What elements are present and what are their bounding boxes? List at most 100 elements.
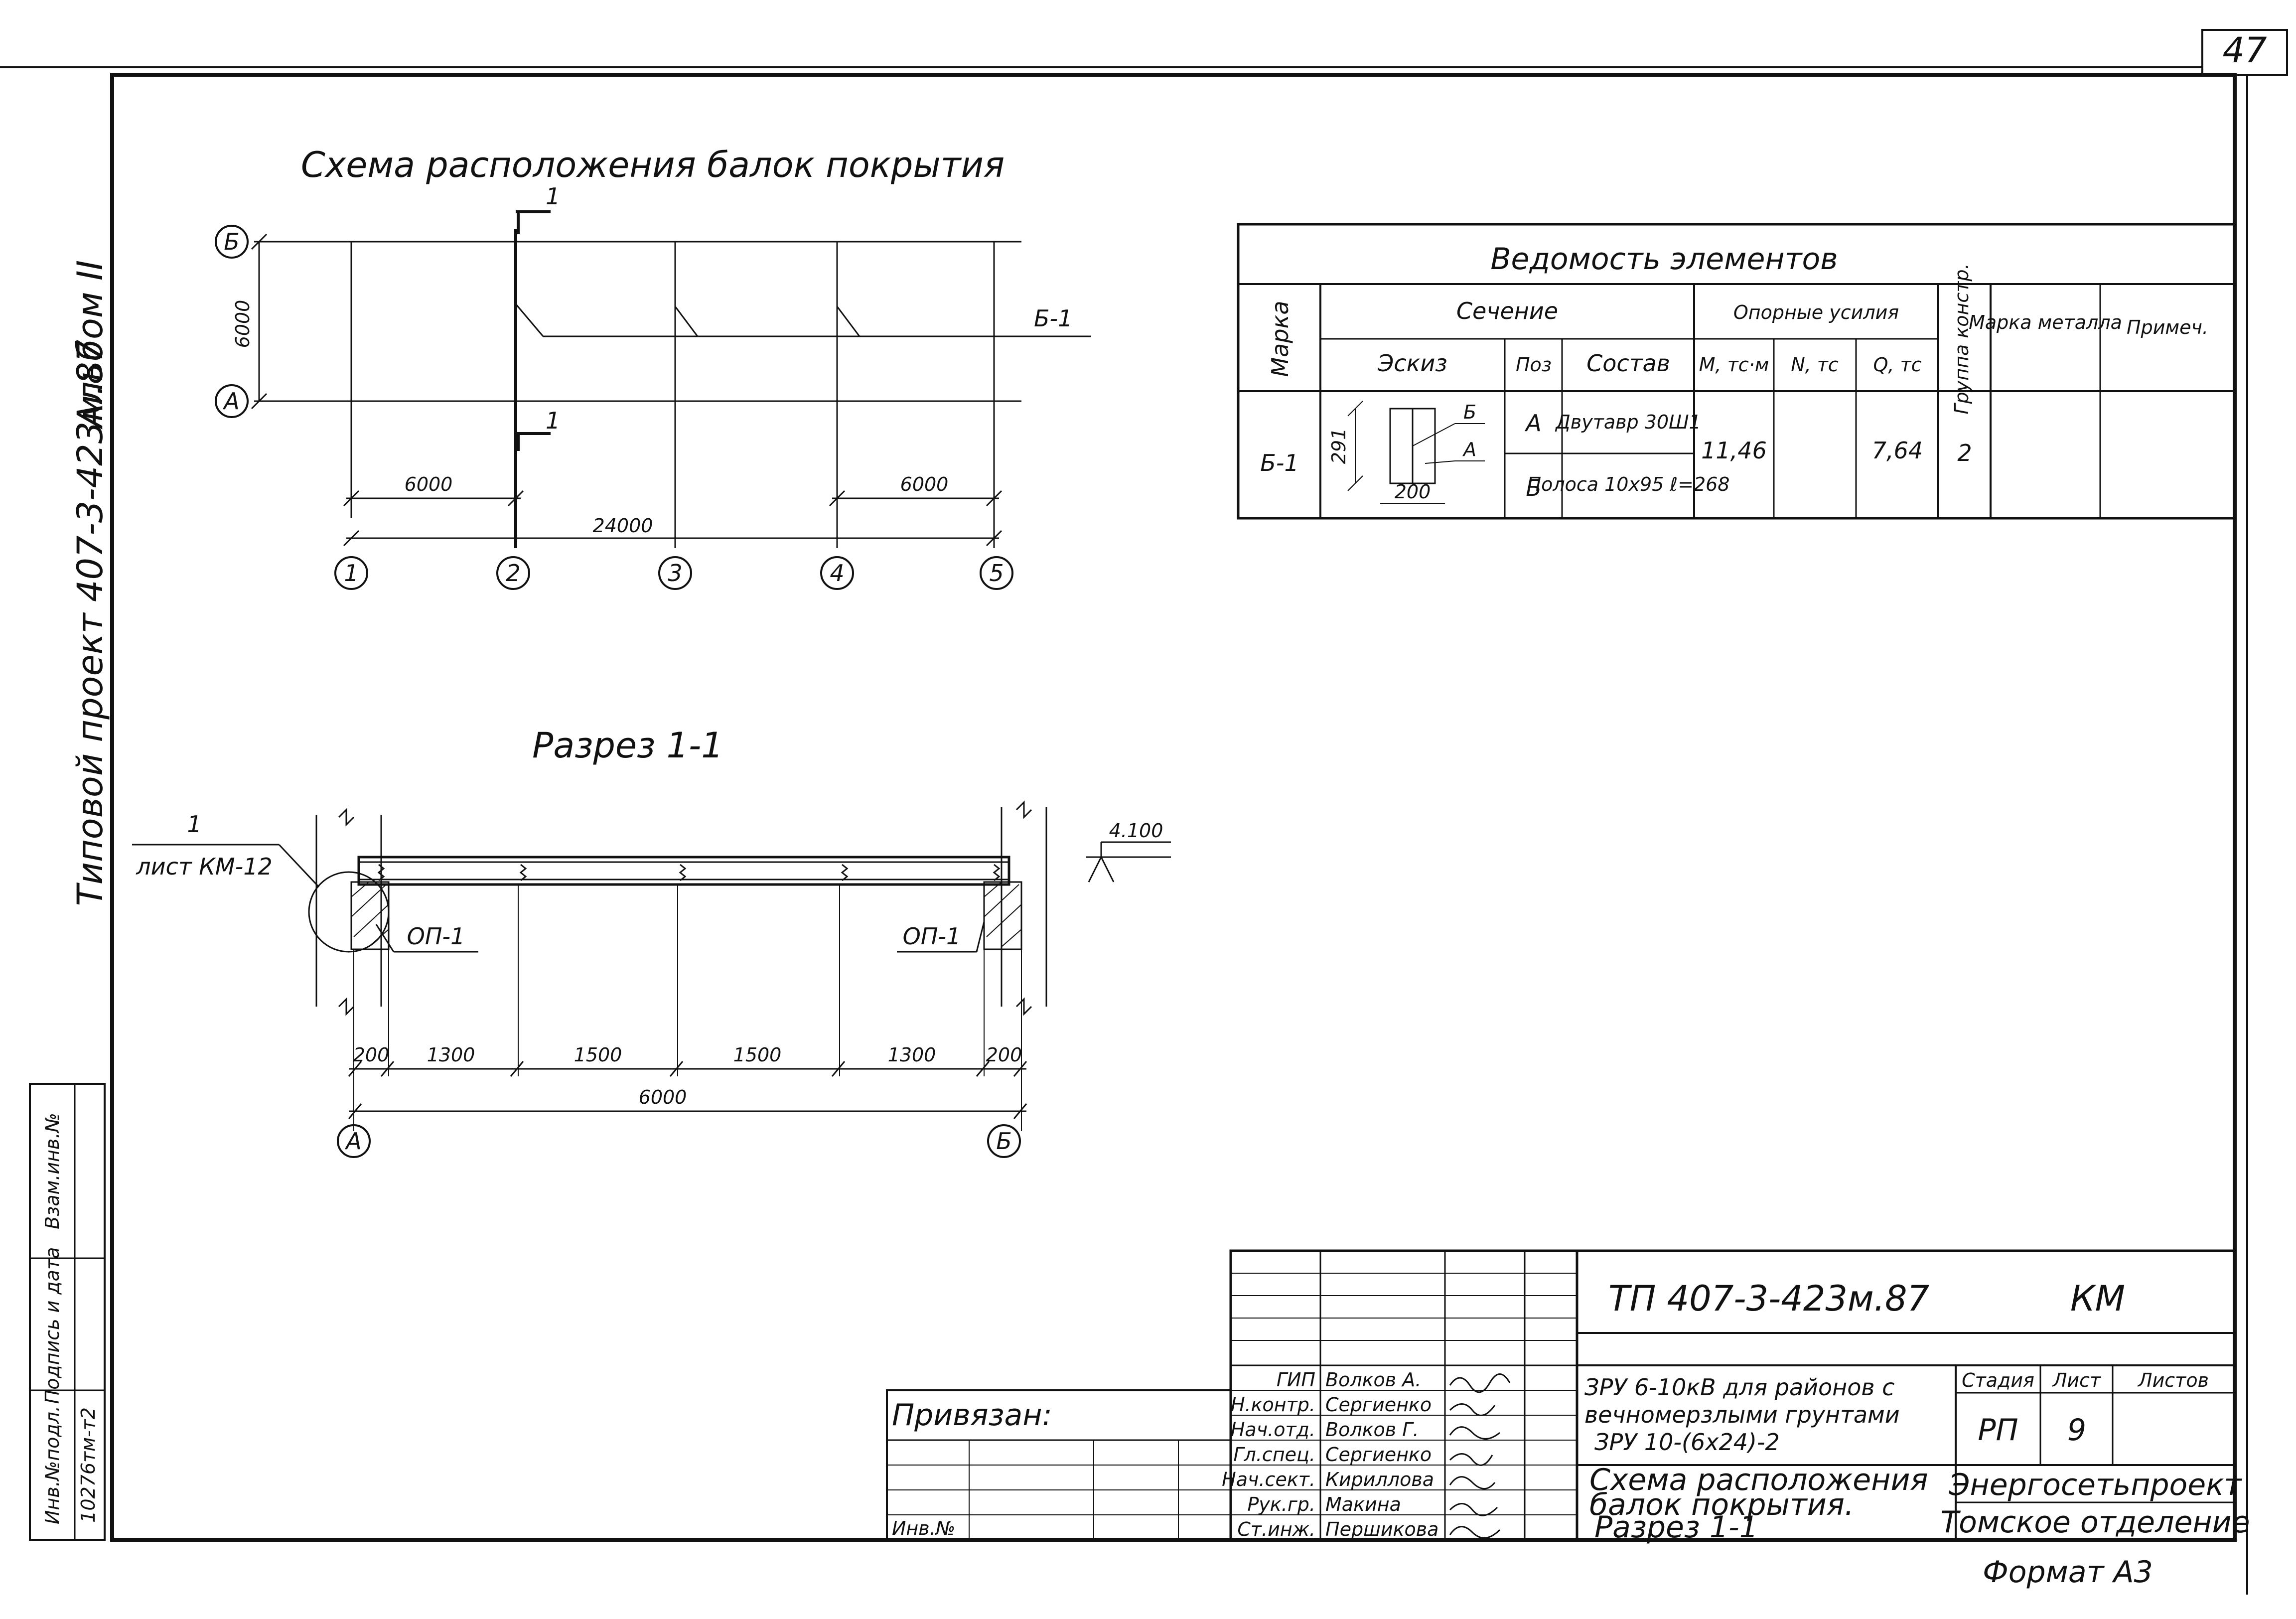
- name-stinzh: Першикова: [1325, 1518, 1438, 1540]
- table-title: Ведомость элементов: [1490, 242, 1838, 277]
- table-h-comp: Состав: [1586, 350, 1670, 377]
- section-dim-total: 6000: [639, 1086, 687, 1108]
- section-dim-5: 1300: [888, 1044, 936, 1066]
- h-stage: Стадия: [1962, 1369, 2034, 1391]
- comp-a: Двутавр 30Ш1: [1555, 411, 1701, 433]
- section-dim-3: 1500: [574, 1044, 622, 1066]
- stage-value: РП: [1978, 1413, 2018, 1448]
- row-mark: Б-1: [1260, 449, 1298, 476]
- role-nachsekt: Нач.сект.: [1222, 1469, 1315, 1490]
- sheet-title-line-1: Схема расположения: [1589, 1463, 1928, 1497]
- table-h-note: Примеч.: [2127, 316, 2208, 338]
- axis-2-label: 2: [506, 560, 520, 587]
- section-dim-2: 1300: [427, 1044, 475, 1066]
- elements-table: [1237, 223, 2236, 520]
- role-nkontr: Н.контр.: [1231, 1394, 1315, 1416]
- section-title: Разрез 1-1: [532, 725, 723, 766]
- pos-b: Б: [1526, 474, 1542, 501]
- h-list: Лист: [2052, 1369, 2102, 1391]
- table-h-q: Q, тс: [1873, 354, 1921, 376]
- axis-a-label: А: [222, 388, 239, 415]
- list-value: 9: [2067, 1413, 2086, 1448]
- table-h-n: N, тс: [1791, 354, 1839, 376]
- role-rukgr: Рук.гр.: [1247, 1493, 1315, 1515]
- table-h-mark: Марка: [1267, 300, 1293, 377]
- signatures: [1449, 1373, 1511, 1539]
- section-axis-b: Б: [996, 1128, 1012, 1155]
- table-h-sketch: Эскиз: [1377, 350, 1447, 377]
- name-glspec: Сергиенко: [1325, 1444, 1432, 1466]
- value-m: 11,46: [1701, 437, 1767, 464]
- inv-no-label: Инв.№: [892, 1517, 955, 1539]
- left-stamp-inv-value: 10276тм-т2: [77, 1407, 99, 1523]
- table-h-m: M, тс·м: [1699, 354, 1769, 376]
- role-nachotd: Нач.отд.: [1231, 1419, 1315, 1441]
- table-h-group: Группа констр.: [1951, 263, 1973, 414]
- sheet-title-line-2: балок покрытия.: [1589, 1487, 1854, 1522]
- title-block: [886, 1249, 2236, 1541]
- axis-3-label: 3: [668, 560, 682, 587]
- role-glspec: Гл.спец.: [1233, 1444, 1315, 1466]
- axis-b-label: Б: [224, 228, 240, 255]
- name-gip: Волков А.: [1325, 1369, 1421, 1391]
- section-mark-top: 1: [546, 183, 560, 210]
- section-dim-4: 1500: [733, 1044, 782, 1066]
- axis-1-label: 1: [344, 560, 358, 587]
- value-group: 2: [1957, 440, 1972, 466]
- section-axis-a: А: [344, 1128, 361, 1155]
- sketch-label-a: А: [1462, 439, 1476, 460]
- role-stinzh: Ст.инж.: [1237, 1518, 1315, 1540]
- object-line-3: ЗРУ 10-(6х24)-2: [1594, 1429, 1780, 1456]
- sketch-height: 291: [1328, 428, 1350, 464]
- plan-title: Схема расположения балок покрытия: [301, 145, 1004, 185]
- section-dim-1: 200: [353, 1044, 390, 1066]
- section-dim-6: 200: [986, 1044, 1022, 1066]
- node-ref-sheet: лист КМ-12: [136, 853, 272, 880]
- format-label: Формат А3: [1983, 1555, 2153, 1590]
- h-lists: Листов: [2137, 1369, 2209, 1391]
- sheet-title-line-3: Разрез 1-1: [1594, 1510, 1758, 1545]
- name-rukgr: Макина: [1325, 1493, 1401, 1515]
- left-stamp-replace: Взам.инв.№: [41, 1113, 63, 1229]
- doc-type: КМ: [2070, 1278, 2125, 1319]
- doc-code: ТП 407-3-423м.87: [1608, 1278, 1929, 1319]
- name-nachotd: Волков Г.: [1325, 1419, 1419, 1441]
- axis-5-label: 5: [989, 560, 1004, 587]
- axis-4-label: 4: [830, 560, 844, 587]
- table-h-metal: Марка металла: [1969, 311, 2122, 333]
- table-h-pos: Поз: [1516, 354, 1552, 376]
- name-nkontr: Сергиенко: [1325, 1394, 1432, 1416]
- comp-b: Полоса 10х95 ℓ=268: [1527, 473, 1730, 495]
- table-h-forces: Опорные усилия: [1733, 301, 1899, 323]
- org-line-1: Энергосетьпроект: [1949, 1468, 2243, 1502]
- album-label: Альбом II: [70, 260, 111, 430]
- left-stamp-signature: Подпись и дата: [41, 1247, 63, 1404]
- support-label-right: ОП-1: [903, 923, 961, 950]
- object-line-2: вечномерзлыми грунтами: [1584, 1401, 1900, 1428]
- plan-height-dim: 6000: [232, 300, 254, 348]
- value-q: 7,64: [1872, 437, 1923, 464]
- plan-dim-left: 6000: [405, 473, 453, 495]
- elevation-label: 4.100: [1109, 820, 1163, 842]
- section-mark-bottom: 1: [546, 407, 560, 434]
- sketch-width: 200: [1395, 481, 1431, 503]
- plan-dim-right: 6000: [900, 473, 949, 495]
- pos-a: А: [1524, 410, 1541, 437]
- beam-label: Б-1: [1034, 305, 1072, 332]
- privyazan-label: Привязан:: [892, 1398, 1052, 1433]
- sheet-number: 47: [2222, 30, 2267, 71]
- plan-dim-total: 24000: [593, 515, 653, 537]
- left-stamp: [29, 1083, 106, 1541]
- left-stamp-inv: Инв.№подл.: [41, 1406, 63, 1524]
- name-nachsekt: Кириллова: [1325, 1469, 1434, 1490]
- object-line-1: ЗРУ 6-10кВ для районов с: [1584, 1374, 1894, 1401]
- sketch-label-b: Б: [1463, 401, 1476, 423]
- org-line-2: Томское отделение: [1940, 1505, 2250, 1540]
- project-label: Типовой проект 407-3-423м.87: [70, 340, 111, 906]
- table-h-section: Сечение: [1456, 297, 1558, 324]
- node-ref-number: 1: [187, 811, 201, 838]
- support-label-left: ОП-1: [407, 923, 465, 950]
- role-gip: ГИП: [1277, 1369, 1315, 1391]
- plan-drawing: [215, 210, 1091, 590]
